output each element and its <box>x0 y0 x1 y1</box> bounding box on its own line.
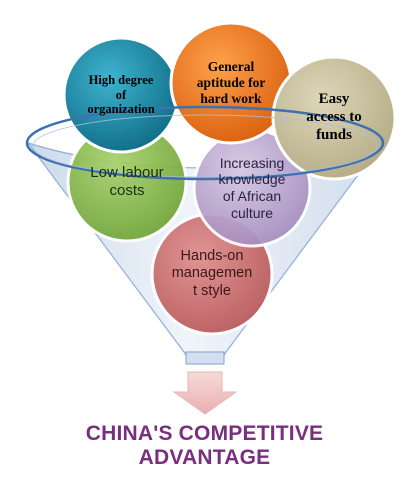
funnel-spout <box>185 351 225 365</box>
diagram-title: CHINA'S COMPETITIVE ADVANTAGE <box>0 422 409 469</box>
circles-layer <box>62 21 397 336</box>
title-line-1: CHINA'S COMPETITIVE <box>85 422 324 445</box>
circle-high-degree-of-organization <box>62 36 180 154</box>
funnel-rim <box>25 105 385 181</box>
title-line-2: ADVANTAGE <box>138 445 271 469</box>
down-arrow-icon <box>172 371 238 415</box>
funnel-rim-inner <box>32 114 378 178</box>
